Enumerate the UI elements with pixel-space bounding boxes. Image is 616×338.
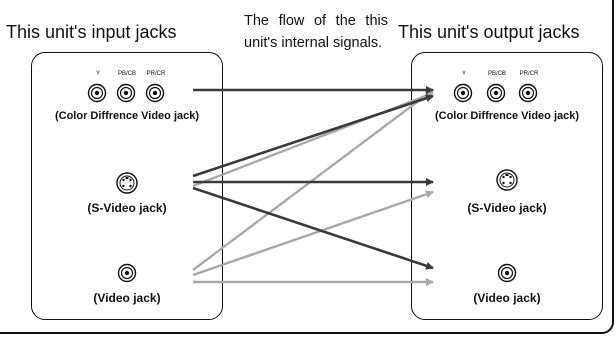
light-arrow-video-to-component xyxy=(192,89,434,271)
rca-jack-icon xyxy=(145,83,165,103)
input-component-jacks xyxy=(87,83,165,103)
rca-jack-icon xyxy=(117,263,137,283)
video-jack-label: (Video jack) xyxy=(473,291,541,305)
pb-cb-label: PB/CB xyxy=(117,71,137,77)
light-arrow-video-to-svideo xyxy=(192,190,434,277)
rca-jack-icon xyxy=(453,83,473,103)
video-jack-label: (Video jack) xyxy=(93,291,161,305)
rca-jack-icon xyxy=(87,83,107,103)
pr-cr-label: PR/CR xyxy=(146,71,166,77)
pb-cb-label: PB/CB xyxy=(487,71,507,77)
rca-jack-icon xyxy=(497,263,517,283)
pr-cr-label: PR/CR xyxy=(519,71,539,77)
svideo-jack-label: (S-Video jack) xyxy=(467,201,547,215)
rca-jack-icon xyxy=(518,83,538,103)
s-video-jack-icon xyxy=(116,172,138,194)
y-label: Y xyxy=(95,71,101,77)
component-jack-labels: Y PB/CB PR/CR xyxy=(32,71,222,81)
output-component-jacks xyxy=(453,83,538,103)
component-jack-label: (Color Diffrence Video jack) xyxy=(434,110,580,122)
signal-flow-caption: The flow of the this unit's internal sig… xyxy=(244,13,388,51)
component-jack-labels: Y PB/CB PR/CR xyxy=(412,71,602,81)
dark-arrow-svideo-to-component xyxy=(192,94,434,178)
svideo-jack-label: (S-Video jack) xyxy=(87,201,167,215)
y-label: Y xyxy=(461,71,467,77)
input-jack-panel: Y PB/CB PR/CR (Color Diffrence Video jac… xyxy=(31,52,223,320)
rca-jack-icon xyxy=(486,83,506,103)
rca-jack-icon xyxy=(116,83,136,103)
s-video-jack-icon xyxy=(496,169,518,191)
output-jacks-title: This unit's output jacks xyxy=(398,22,580,42)
dark-arrow-svideo-to-video xyxy=(192,186,434,270)
input-jacks-title: This unit's input jacks xyxy=(6,22,177,42)
component-jack-label: (Color Diffrence Video jack) xyxy=(54,110,200,122)
output-jack-panel: Y PB/CB PR/CR (Color Diffrence Video jac… xyxy=(411,52,603,320)
